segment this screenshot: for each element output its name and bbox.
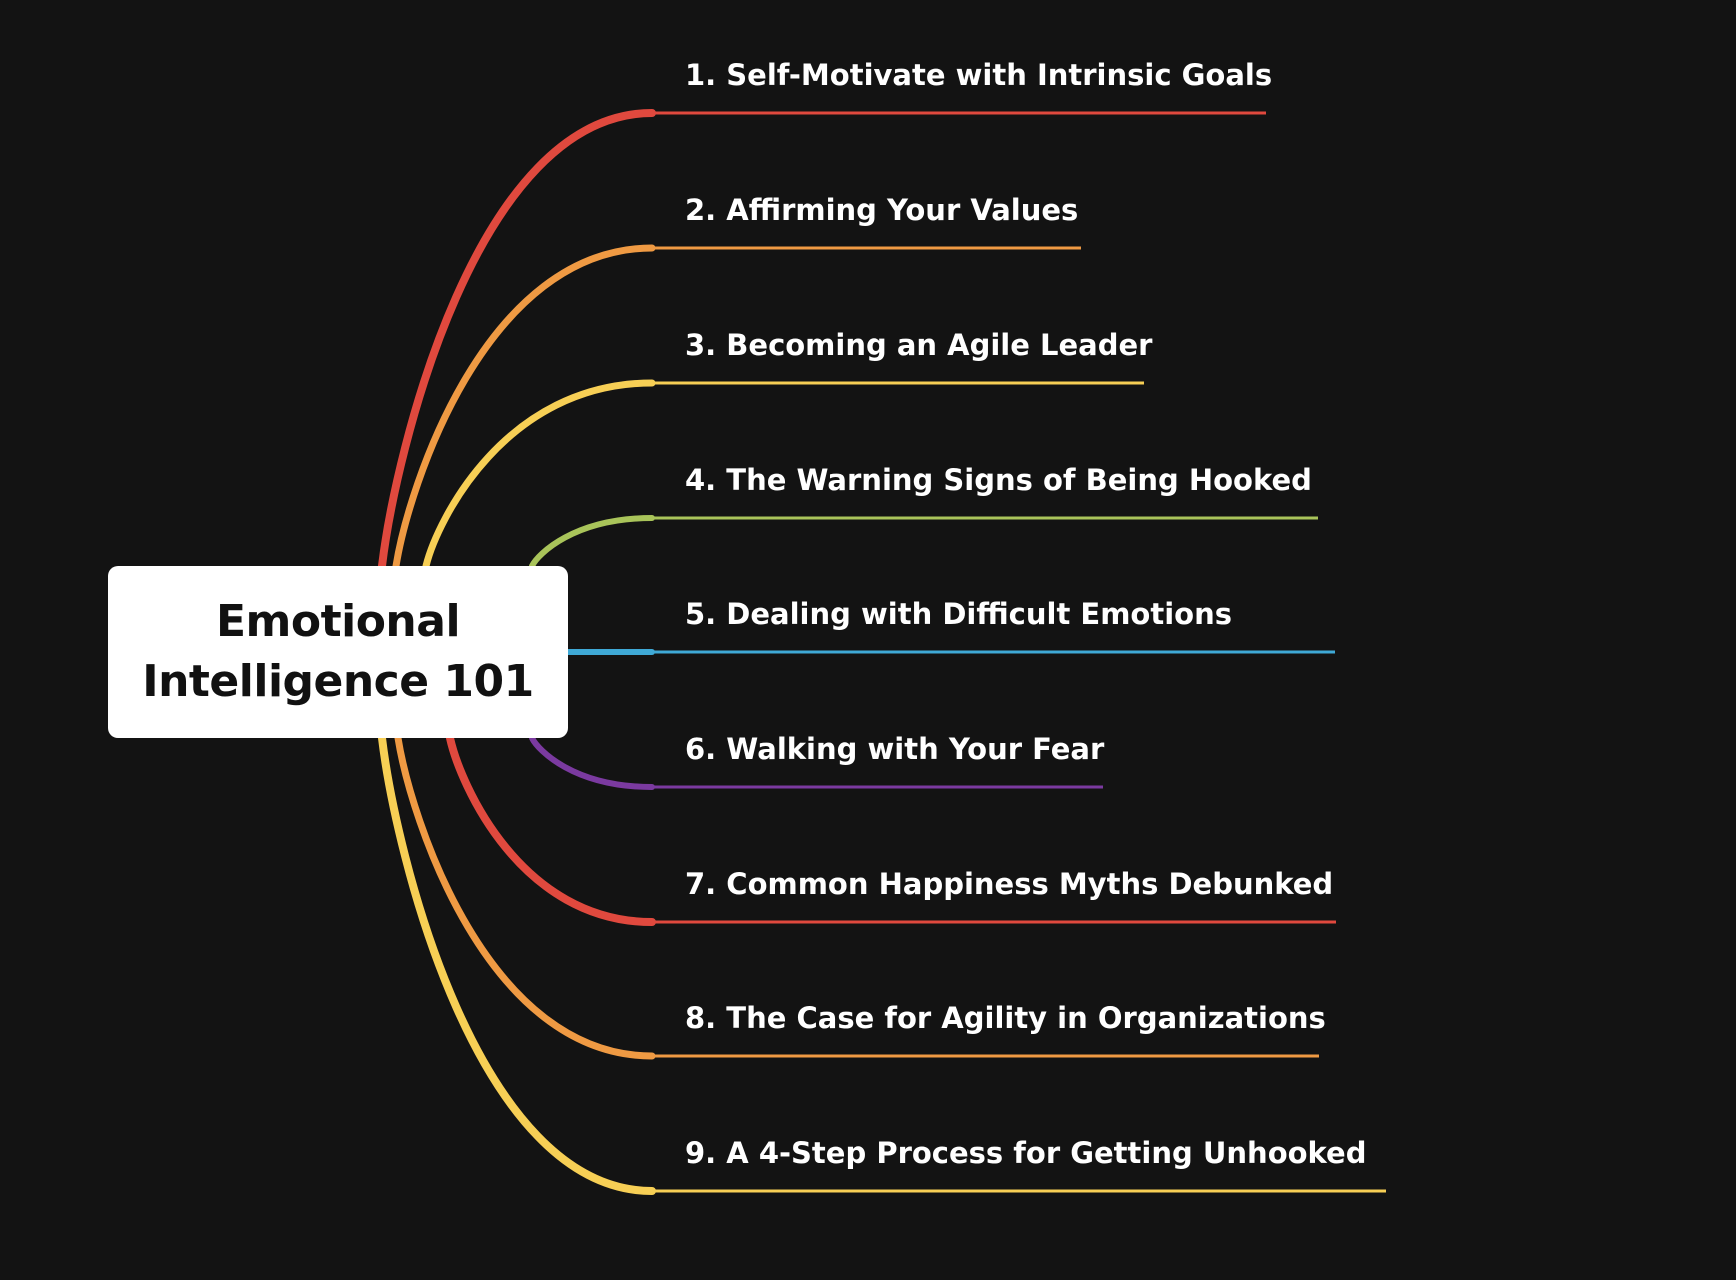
- connector-6: [529, 735, 655, 790]
- connector-9: [378, 734, 656, 1195]
- branch-label-1[interactable]: 1. Self-Motivate with Intrinsic Goals: [685, 58, 1273, 92]
- root-title: Emotional Intelligence 101: [142, 596, 534, 707]
- connector-7: [446, 734, 656, 926]
- branch-label-9[interactable]: 9. A 4-Step Process for Getting Unhooked: [685, 1136, 1367, 1170]
- branch-label-6[interactable]: 6. Walking with Your Fear: [685, 732, 1105, 766]
- branch-label-3[interactable]: 3. Becoming an Agile Leader: [685, 328, 1153, 362]
- connector-4: [529, 515, 655, 569]
- connector-2: [392, 244, 656, 570]
- root-node[interactable]: Emotional Intelligence 101: [108, 566, 568, 738]
- connector-1: [378, 109, 656, 570]
- branch-label-7[interactable]: 7. Common Happiness Myths Debunked: [685, 867, 1334, 901]
- branch-label-2[interactable]: 2. Affirming Your Values: [685, 193, 1079, 227]
- branch-label-5[interactable]: 5. Dealing with Difficult Emotions: [685, 597, 1232, 631]
- connector-8: [394, 734, 656, 1060]
- branch-label-4[interactable]: 4. The Warning Signs of Being Hooked: [685, 463, 1312, 497]
- branch-underlines: [652, 111, 1386, 1193]
- branch-connectors: [378, 109, 656, 1195]
- connector-3: [422, 379, 656, 570]
- branch-label-8[interactable]: 8. The Case for Agility in Organizations: [685, 1001, 1326, 1035]
